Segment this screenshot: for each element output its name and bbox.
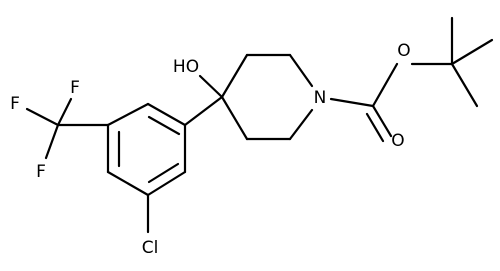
- fluorine-bottom-label: F: [36, 162, 46, 182]
- nitrogen-label: N: [314, 88, 327, 108]
- fluorine-top-label: F: [70, 78, 80, 98]
- bond-tbu-quaternary-methyl-right: [450, 38, 494, 66]
- bond-carbinol-to-aryl: [183, 95, 224, 127]
- fluorine-left-label: F: [10, 94, 20, 114]
- bond-ether-oxygen-to-carbonyl: [371, 62, 399, 108]
- chlorine-label: Cl: [142, 238, 159, 258]
- bond-aryl-c4-c5: [106, 170, 150, 197]
- carbonyl-oxygen-label: O: [391, 131, 404, 151]
- bond-ring-upper-left: [220, 53, 249, 99]
- bond-carbonyl-to-nitrogen: [329, 97, 375, 108]
- bond-aryl-c5-c6-inner: [147, 162, 180, 184]
- bond-carbinol-to-hydroxyl: [198, 74, 224, 99]
- bond-cf3-to-fluorine-top: [56, 97, 73, 127]
- bond-ring-lower-right-to-n: [288, 108, 314, 141]
- atom-label-layer: HO N O O F F F Cl: [10, 41, 411, 258]
- bond-cf3-to-fluorine-bottom: [44, 123, 60, 160]
- bond-tbu-quaternary-methyl-down: [450, 62, 479, 108]
- hydroxyl-label: HO: [173, 57, 199, 77]
- bond-carbonyl-double-b: [365, 112, 385, 143]
- bond-aryl-c5-c6: [146, 170, 187, 197]
- bond-layer: [25, 16, 494, 234]
- bond-aryl-c2-c3: [106, 102, 150, 127]
- ether-oxygen-label: O: [397, 41, 410, 61]
- bond-ring-n-to-upper-right: [288, 53, 314, 88]
- bond-aryl-c1-c2: [146, 102, 187, 127]
- bond-aryl-c1-c2-inner: [147, 115, 181, 136]
- bond-carbonyl-double-a: [371, 104, 393, 138]
- bond-cf3-to-fluorine-left: [25, 107, 60, 127]
- bond-ring-lower-left: [220, 95, 249, 141]
